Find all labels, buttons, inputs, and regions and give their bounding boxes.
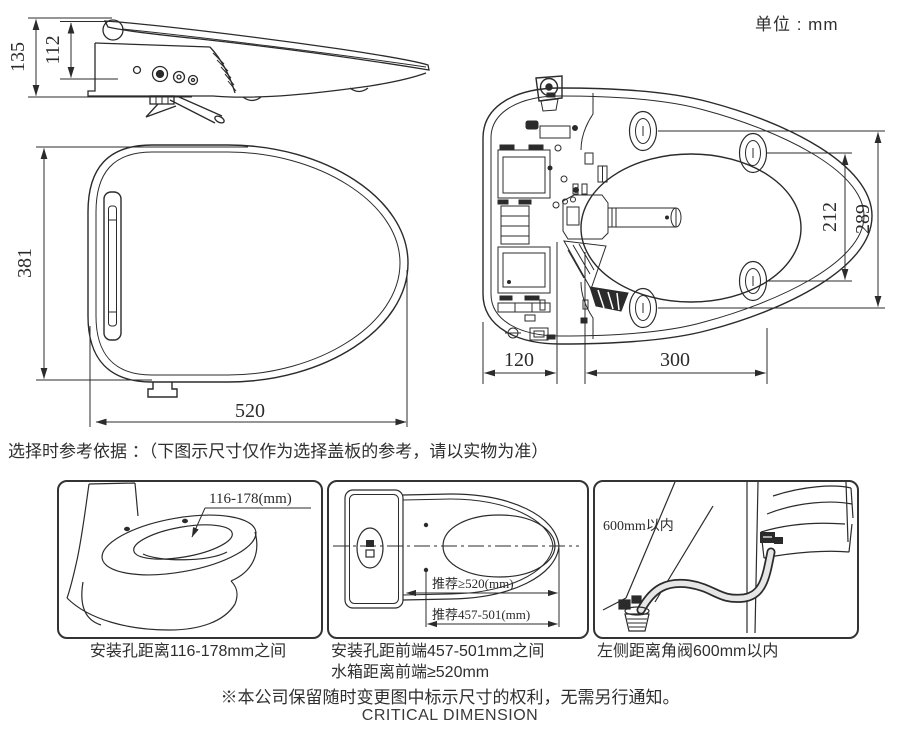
lid-dimension-lines [36,146,408,427]
dim-rear-offset: 120 [504,349,534,371]
drawing-title: CRITICAL DIMENSION [361,707,539,724]
hole-dim-leader [191,507,311,538]
angle-valve [618,595,650,632]
valve-distance-label: 600mm以内 [603,518,674,534]
valve-distance-panel: 600mm以内 [593,480,859,639]
hole-distance-label: 推荐457-501(mm) [432,607,530,622]
dim-overall-height: 135 [7,42,29,72]
hole-spacing-sketch: 116-178(mm) [66,482,311,631]
reference-note: 选择时参考依据 ：（下图示尺寸仅作为选择盖板的参考，请以实物为准） [8,442,549,461]
dim-lid-depth: 381 [14,248,36,278]
bottom-dimension-lines [482,130,885,384]
front-distance-caption-line2: 水箱距离前端≥520mm [331,664,490,681]
seat-side-profile [87,19,430,124]
front-dim-lines [406,548,560,628]
inlet-fitting [760,532,783,544]
seat-corner-sketch [760,485,854,559]
wall-lines [602,481,849,634]
front-distance-sketch: 推荐≥520(mm) 推荐457-501(mm) [333,489,579,628]
hole-dim-label: 116-178(mm) [209,491,292,507]
lid-outline [87,144,409,398]
dim-front-span: 300 [660,349,690,371]
side-view-dimension-lines [28,17,192,98]
disclaimer-note: ※本公司保留随时变更图中标示尺寸的权利，无需另行通知。 [220,688,680,707]
mounting-pads [628,110,768,329]
hole-spacing-caption: 安装孔距离116-178mm之间 [89,643,287,660]
toilet-perspective [66,482,258,631]
unit-label: 单位 : mm [755,15,839,34]
valve-distance-caption: 左侧距离角阀600mm以内 [597,643,779,660]
front-distance-panel: 推荐≥520(mm) 推荐457-501(mm) [327,480,589,639]
lid-top-view-drawing: 381 520 [14,144,409,427]
dim-pad-span: 289 [852,204,874,234]
side-view-drawing: 135 112 [7,17,430,124]
tank-distance-label: 推荐≥520(mm) [432,576,514,591]
bottom-view-drawing: 212 289 120 300 [482,75,885,384]
bottom-body-outline [482,75,873,345]
internal-components [497,92,682,341]
front-distance-caption: 安装孔距前端457-501mm之间 水箱距离前端≥520mm [331,641,593,683]
dim-hole-span: 212 [819,202,841,232]
hole-spacing-panel: 116-178(mm) [57,480,323,639]
hose-fill [638,549,774,613]
dim-body-height: 112 [42,35,64,64]
hose-outline [636,547,776,615]
front-distance-caption-line1: 安装孔距前端457-501mm之间 [331,643,545,660]
valve-distance-sketch: 600mm以内 [602,481,854,634]
dim-lid-width: 520 [235,400,265,422]
